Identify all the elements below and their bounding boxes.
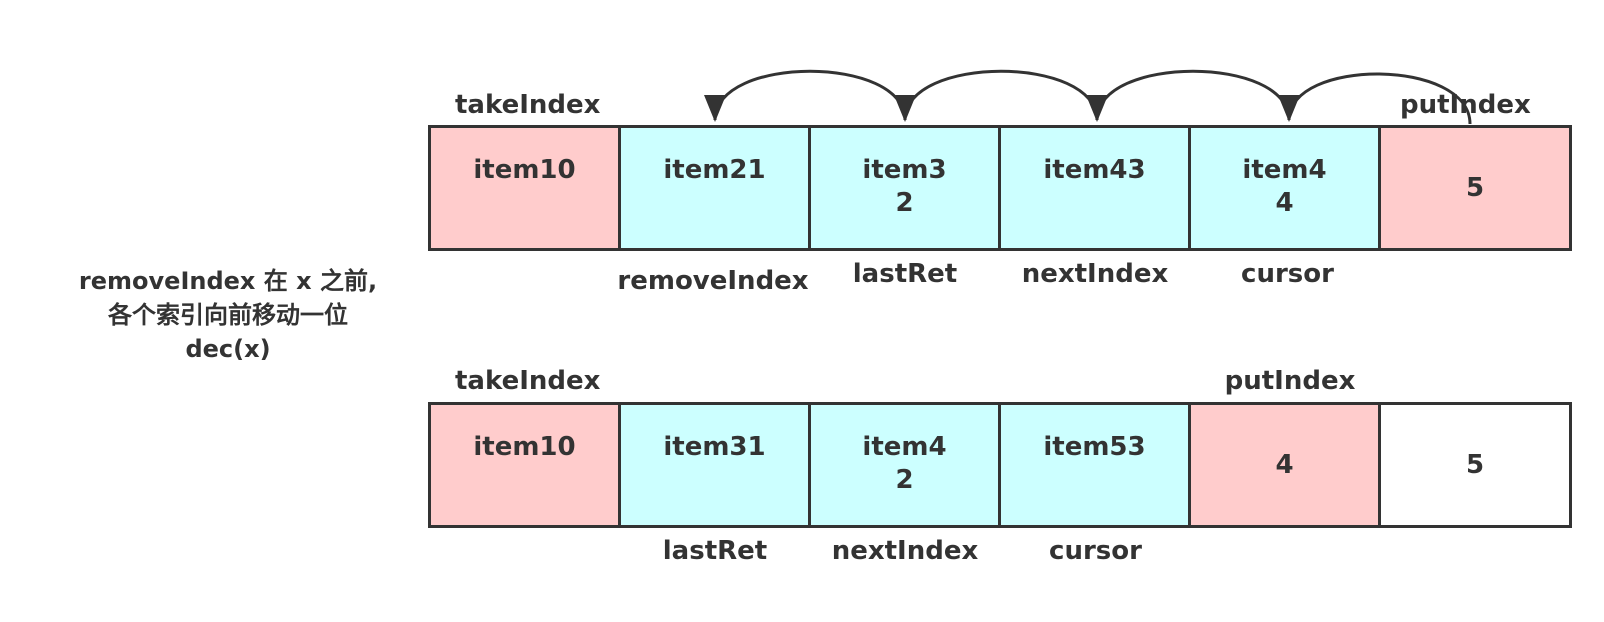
top-label-next-index: nextIndex (1021, 259, 1169, 289)
bottom-cell-4: 4 (1188, 402, 1381, 528)
top-cell-4-name: item4 (1242, 155, 1327, 185)
top-label-last-ret: lastRet (852, 259, 958, 289)
bottom-cell-0-name: item1 (473, 432, 558, 462)
bottom-cell-1-index: 1 (747, 432, 766, 462)
bottom-label-cursor: cursor (1049, 536, 1142, 566)
top-put-index-label: putIndex (1400, 90, 1531, 120)
arrowhead-1 (704, 95, 726, 122)
arrowhead-3 (1086, 95, 1108, 122)
top-cell-3-index: 3 (1127, 155, 1146, 185)
top-cell-2-name: item3 (862, 155, 947, 185)
top-label-cursor: cursor (1241, 259, 1334, 289)
top-cell-5: 5 (1378, 125, 1572, 251)
bottom-take-index-label: takeIndex (455, 366, 601, 396)
bottom-cell-0-index: 0 (557, 432, 576, 462)
top-cell-1-name: item2 (663, 155, 748, 185)
bottom-cell-0: item10 (428, 402, 621, 528)
top-cell-0-index: 0 (557, 155, 576, 185)
top-cell-3: item43 (998, 125, 1191, 251)
top-cell-1-index: 1 (747, 155, 766, 185)
arrowhead-4 (1278, 95, 1300, 122)
bottom-put-index-label: putIndex (1224, 366, 1356, 396)
remove-note-line-3: dec(x) (185, 335, 271, 363)
arrowhead-2 (894, 95, 916, 122)
bottom-cell-1: item31 (618, 402, 811, 528)
bottom-cell-5: 5 (1378, 402, 1572, 528)
top-cell-2-index: 2 (895, 188, 914, 218)
top-cell-0: item10 (428, 125, 621, 251)
bottom-label-last-ret: lastRet (662, 536, 768, 566)
bottom-cell-3-name: item5 (1043, 432, 1128, 462)
arrow-arc-1 (713, 69, 907, 121)
top-cell-5-index: 5 (1465, 172, 1485, 203)
arrow-arc-2 (903, 69, 1099, 121)
top-take-index-label: takeIndex (455, 90, 601, 120)
top-cell-3-name: item4 (1043, 155, 1128, 185)
bottom-cell-5-index: 5 (1465, 449, 1485, 480)
remove-note: removeIndex 在 x 之前, 各个索引向前移动一位 dec(x) (0, 264, 456, 366)
remove-note-line-1: removeIndex 在 x 之前, (78, 267, 378, 295)
bottom-cell-4-index: 4 (1275, 449, 1294, 480)
bottom-cell-3: item53 (998, 402, 1191, 528)
bottom-cell-1-name: item3 (663, 432, 748, 462)
remove-note-line-2: 各个索引向前移动一位 (108, 301, 348, 329)
bottom-label-next-index: nextIndex (831, 536, 979, 566)
bottom-cell-2-index: 2 (895, 465, 914, 495)
top-cell-1: item21 (618, 125, 811, 251)
top-cell-0-name: item1 (473, 155, 558, 185)
top-cell-4-index: 4 (1275, 188, 1294, 218)
bottom-cell-2-name: item4 (862, 432, 947, 462)
top-label-remove-index: removeIndex (617, 266, 809, 296)
bottom-cell-3-index: 3 (1127, 432, 1146, 462)
arrow-arc-3 (1095, 69, 1291, 121)
